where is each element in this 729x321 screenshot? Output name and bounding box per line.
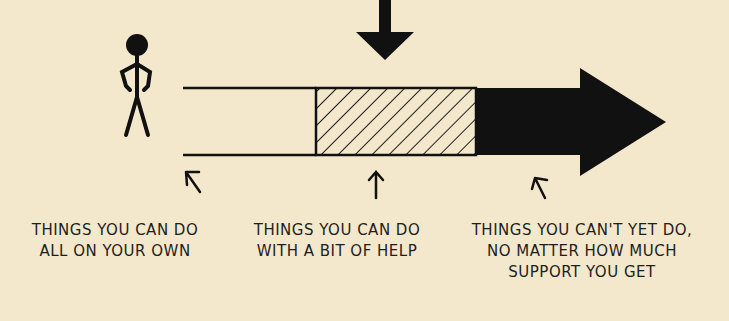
segment-caption: THINGS YOU CAN DO WITH A BIT OF HELP [232,220,442,262]
segment-caption: THINGS YOU CAN'T YET DO, NO MATTER HOW M… [462,220,702,283]
segment-caption: THINGS YOU CAN DO ALL ON YOUR OWN [20,220,210,262]
hatched-segment [316,88,476,155]
white-segment-top [183,87,316,90]
white-segment-bottom [183,154,316,157]
leader-arrows [186,172,547,198]
black-segment [476,68,666,176]
progress-arrow [183,68,666,176]
pointer-arrow [356,0,414,60]
stick-figure [122,34,150,135]
